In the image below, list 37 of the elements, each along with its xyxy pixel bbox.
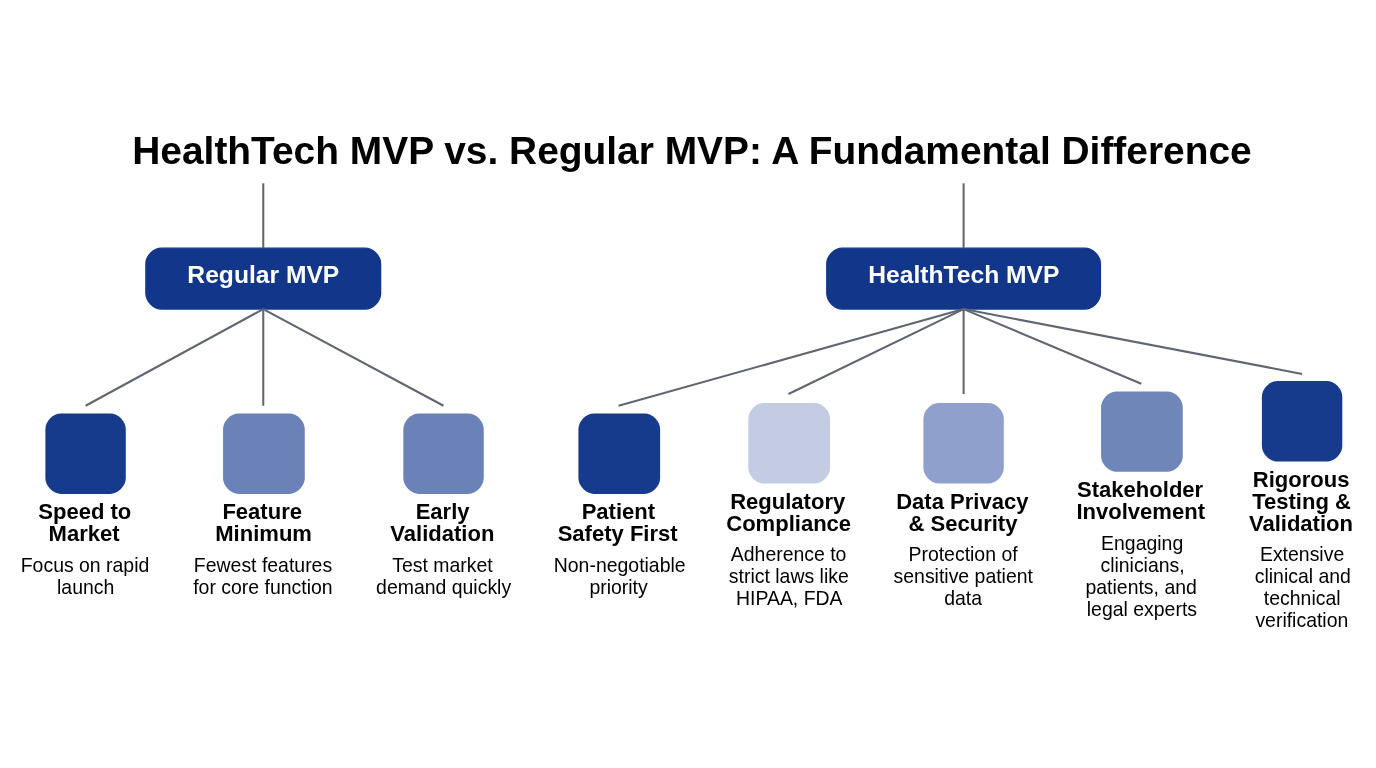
- node-box: [45, 413, 126, 494]
- connector: [262, 182, 265, 248]
- node-box: [223, 413, 305, 494]
- connector: [618, 307, 964, 407]
- diagram-title: HealthTech MVP vs. Regular MVP: A Fundamental Difference: [132, 128, 1252, 172]
- node-box: [1261, 380, 1343, 461]
- node-box: [578, 413, 661, 494]
- node-label: Protection of sensitive patient data: [893, 542, 1033, 609]
- node-box: HealthTech MVP: [826, 247, 1102, 310]
- node-label: Test market demand quickly: [376, 553, 512, 598]
- connector: [262, 308, 265, 406]
- node-label: Non-negotiable priority: [553, 553, 686, 598]
- connector: [962, 182, 965, 248]
- node-label: Rigorous Testing & Validation: [1248, 466, 1353, 536]
- connector: [262, 307, 445, 407]
- node-label: Feature Minimum: [215, 498, 312, 546]
- node-label: Fewest features for core function: [193, 553, 333, 598]
- node-box: [1101, 390, 1183, 472]
- connector: [963, 307, 1303, 375]
- node-label: Patient Safety First: [557, 498, 678, 546]
- node-label: Adherence to strict laws like HIPAA, FDA: [728, 542, 849, 609]
- node-label: Focus on rapid launch: [20, 553, 150, 598]
- connector: [962, 308, 965, 394]
- node-label: Regulatory Compliance: [726, 488, 852, 536]
- node-label: Extensive clinical and technical verification: [1254, 542, 1351, 631]
- connector: [788, 307, 965, 395]
- node-label: Early Validation: [390, 498, 495, 546]
- node-label: Engaging clinicians, patients, and legal experts: [1085, 531, 1198, 620]
- node-box: [748, 402, 830, 484]
- node-label: Stakeholder Involvement: [1076, 476, 1205, 524]
- node-box: Regular MVP: [145, 247, 382, 310]
- node-label: Data Privacy & Security: [896, 488, 1029, 536]
- node-box: [403, 413, 484, 494]
- connector: [85, 307, 264, 407]
- node-box: [923, 402, 1004, 484]
- node-label: Speed to Market: [38, 498, 132, 546]
- connector: [963, 307, 1142, 385]
